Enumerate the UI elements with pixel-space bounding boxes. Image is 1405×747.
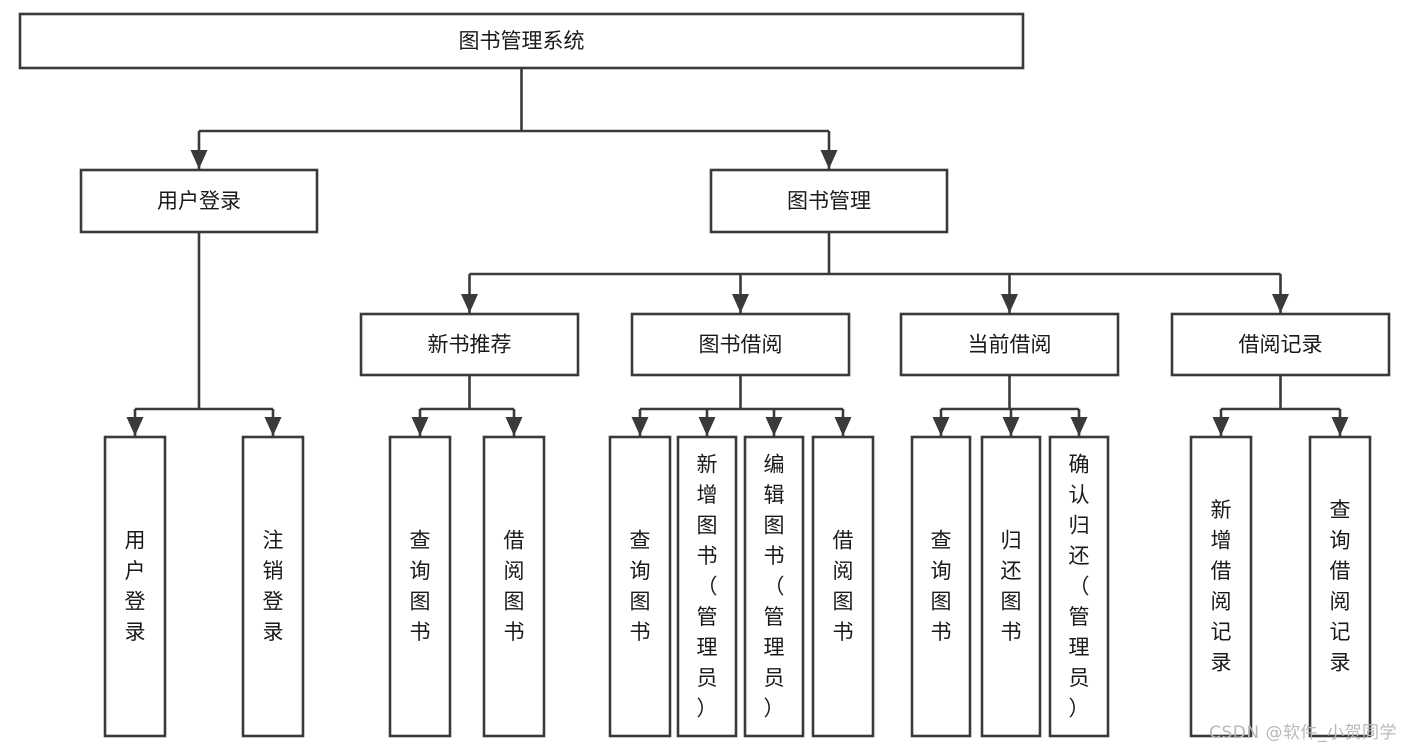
node-leaf-borrow-book-2-box [811, 435, 875, 738]
node-new-book-recommend-box [359, 312, 580, 377]
node-leaf-query-book-2-box [608, 435, 672, 738]
arrow-head-icon-to-new-book-recommend [461, 294, 478, 313]
node-leaf-query-book-3-label: 查询图书 [931, 529, 952, 645]
node-user-login-box [79, 168, 319, 234]
node-leaf-query-book-1-box [388, 435, 452, 738]
arrow-head-icon-to-leaf-logout [264, 417, 282, 436]
node-leaf-user-login-box [103, 435, 167, 738]
arrow-head-icon-to-leaf-query-book-3 [932, 417, 950, 436]
node-leaf-query-record-box [1308, 435, 1372, 738]
node-leaf-query-book-3[interactable]: 查询图书 [910, 435, 972, 738]
node-leaf-edit-book-box [743, 435, 805, 738]
node-leaf-borrow-book-1[interactable]: 借阅图书 [482, 435, 546, 738]
node-leaf-user-login-label: 用户登录 [125, 529, 146, 645]
node-borrow-record[interactable]: 借阅记录 [1170, 312, 1391, 377]
node-leaf-add-book-label: 新增图书（管理员） [697, 452, 718, 720]
arrow-head-icon-to-leaf-user-login [126, 417, 144, 436]
node-borrow-record-label: 借阅记录 [1239, 333, 1323, 357]
node-leaf-add-record[interactable]: 新增借阅记录 [1189, 435, 1253, 738]
node-book-borrow-label: 图书借阅 [699, 333, 783, 357]
node-leaf-borrow-book-2[interactable]: 借阅图书 [811, 435, 875, 738]
node-leaf-query-book-2-label: 查询图书 [630, 529, 651, 645]
arrow-head-icon-to-leaf-add-book [698, 417, 716, 436]
node-leaf-query-book-2[interactable]: 查询图书 [608, 435, 672, 738]
node-leaf-confirm-return-box [1048, 435, 1110, 738]
node-root-system[interactable]: 图书管理系统 [18, 12, 1025, 70]
arrow-head-icon-to-leaf-edit-book [765, 417, 783, 436]
arrow-head-icon-to-book-borrow [732, 294, 749, 313]
node-leaf-return-book-box [980, 435, 1042, 738]
arrow-head-icon-to-leaf-add-record [1212, 417, 1230, 436]
node-book-borrow[interactable]: 图书借阅 [630, 312, 851, 377]
node-leaf-add-record-box [1189, 435, 1253, 738]
node-leaf-query-book-3-box [910, 435, 972, 738]
node-current-borrow-box [899, 312, 1120, 377]
node-leaf-borrow-book-1-box [482, 435, 546, 738]
node-leaf-add-book-box [676, 435, 738, 738]
node-book-manage-box [709, 168, 949, 234]
node-leaf-logout[interactable]: 注销登录 [241, 435, 305, 738]
node-new-book-recommend-label: 新书推荐 [428, 333, 512, 357]
node-leaf-add-record-label: 新增借阅记录 [1211, 498, 1232, 675]
node-root-system-box [18, 12, 1025, 70]
connectors-layer [126, 68, 1349, 436]
arrow-head-icon-to-current-borrow [1001, 294, 1018, 313]
arrow-head-icon-to-borrow-record [1272, 294, 1289, 313]
arrow-head-icon-to-leaf-borrow-book-2 [834, 417, 852, 436]
node-leaf-add-book[interactable]: 新增图书（管理员） [676, 435, 738, 738]
arrow-head-icon-to-leaf-query-book-2 [631, 417, 649, 436]
node-leaf-edit-book[interactable]: 编辑图书（管理员） [743, 435, 805, 738]
node-leaf-borrow-book-2-label: 借阅图书 [833, 529, 854, 645]
nodes-layer: 图书管理系统用户登录图书管理新书推荐图书借阅当前借阅借阅记录用户登录注销登录查询… [18, 12, 1391, 738]
arrow-head-icon-to-book-manage [820, 150, 838, 169]
node-leaf-return-book[interactable]: 归还图书 [980, 435, 1042, 738]
arrow-head-icon-to-user-login [190, 150, 208, 169]
node-leaf-logout-label: 注销登录 [263, 529, 284, 645]
node-leaf-return-book-label: 归还图书 [1001, 529, 1022, 645]
node-current-borrow[interactable]: 当前借阅 [899, 312, 1120, 377]
node-leaf-borrow-book-1-label: 借阅图书 [504, 529, 525, 645]
node-leaf-confirm-return-label: 确认归还（管理员） [1069, 452, 1090, 720]
node-book-borrow-box [630, 312, 851, 377]
arrow-head-icon-to-leaf-return-book [1002, 417, 1020, 436]
node-user-login[interactable]: 用户登录 [79, 168, 319, 234]
arrow-head-icon-to-leaf-query-book-1 [411, 417, 429, 436]
node-user-login-label: 用户登录 [157, 189, 241, 213]
node-new-book-recommend[interactable]: 新书推荐 [359, 312, 580, 377]
node-leaf-query-record-label: 查询借阅记录 [1330, 498, 1351, 675]
node-book-manage[interactable]: 图书管理 [709, 168, 949, 234]
arrow-head-icon-to-leaf-borrow-book-1 [505, 417, 523, 436]
node-borrow-record-box [1170, 312, 1391, 377]
node-book-manage-label: 图书管理 [787, 189, 871, 213]
node-leaf-confirm-return[interactable]: 确认归还（管理员） [1048, 435, 1110, 738]
arrow-head-icon-to-leaf-query-record [1331, 417, 1349, 436]
node-root-system-label: 图书管理系统 [459, 29, 585, 53]
node-current-borrow-label: 当前借阅 [968, 333, 1052, 357]
node-leaf-query-book-1[interactable]: 查询图书 [388, 435, 452, 738]
arrow-head-icon-to-leaf-confirm-return [1070, 417, 1088, 436]
node-leaf-edit-book-label: 编辑图书（管理员） [764, 452, 785, 720]
node-leaf-user-login[interactable]: 用户登录 [103, 435, 167, 738]
node-leaf-query-record[interactable]: 查询借阅记录 [1308, 435, 1372, 738]
node-leaf-query-book-1-label: 查询图书 [410, 529, 431, 645]
node-leaf-logout-box [241, 435, 305, 738]
